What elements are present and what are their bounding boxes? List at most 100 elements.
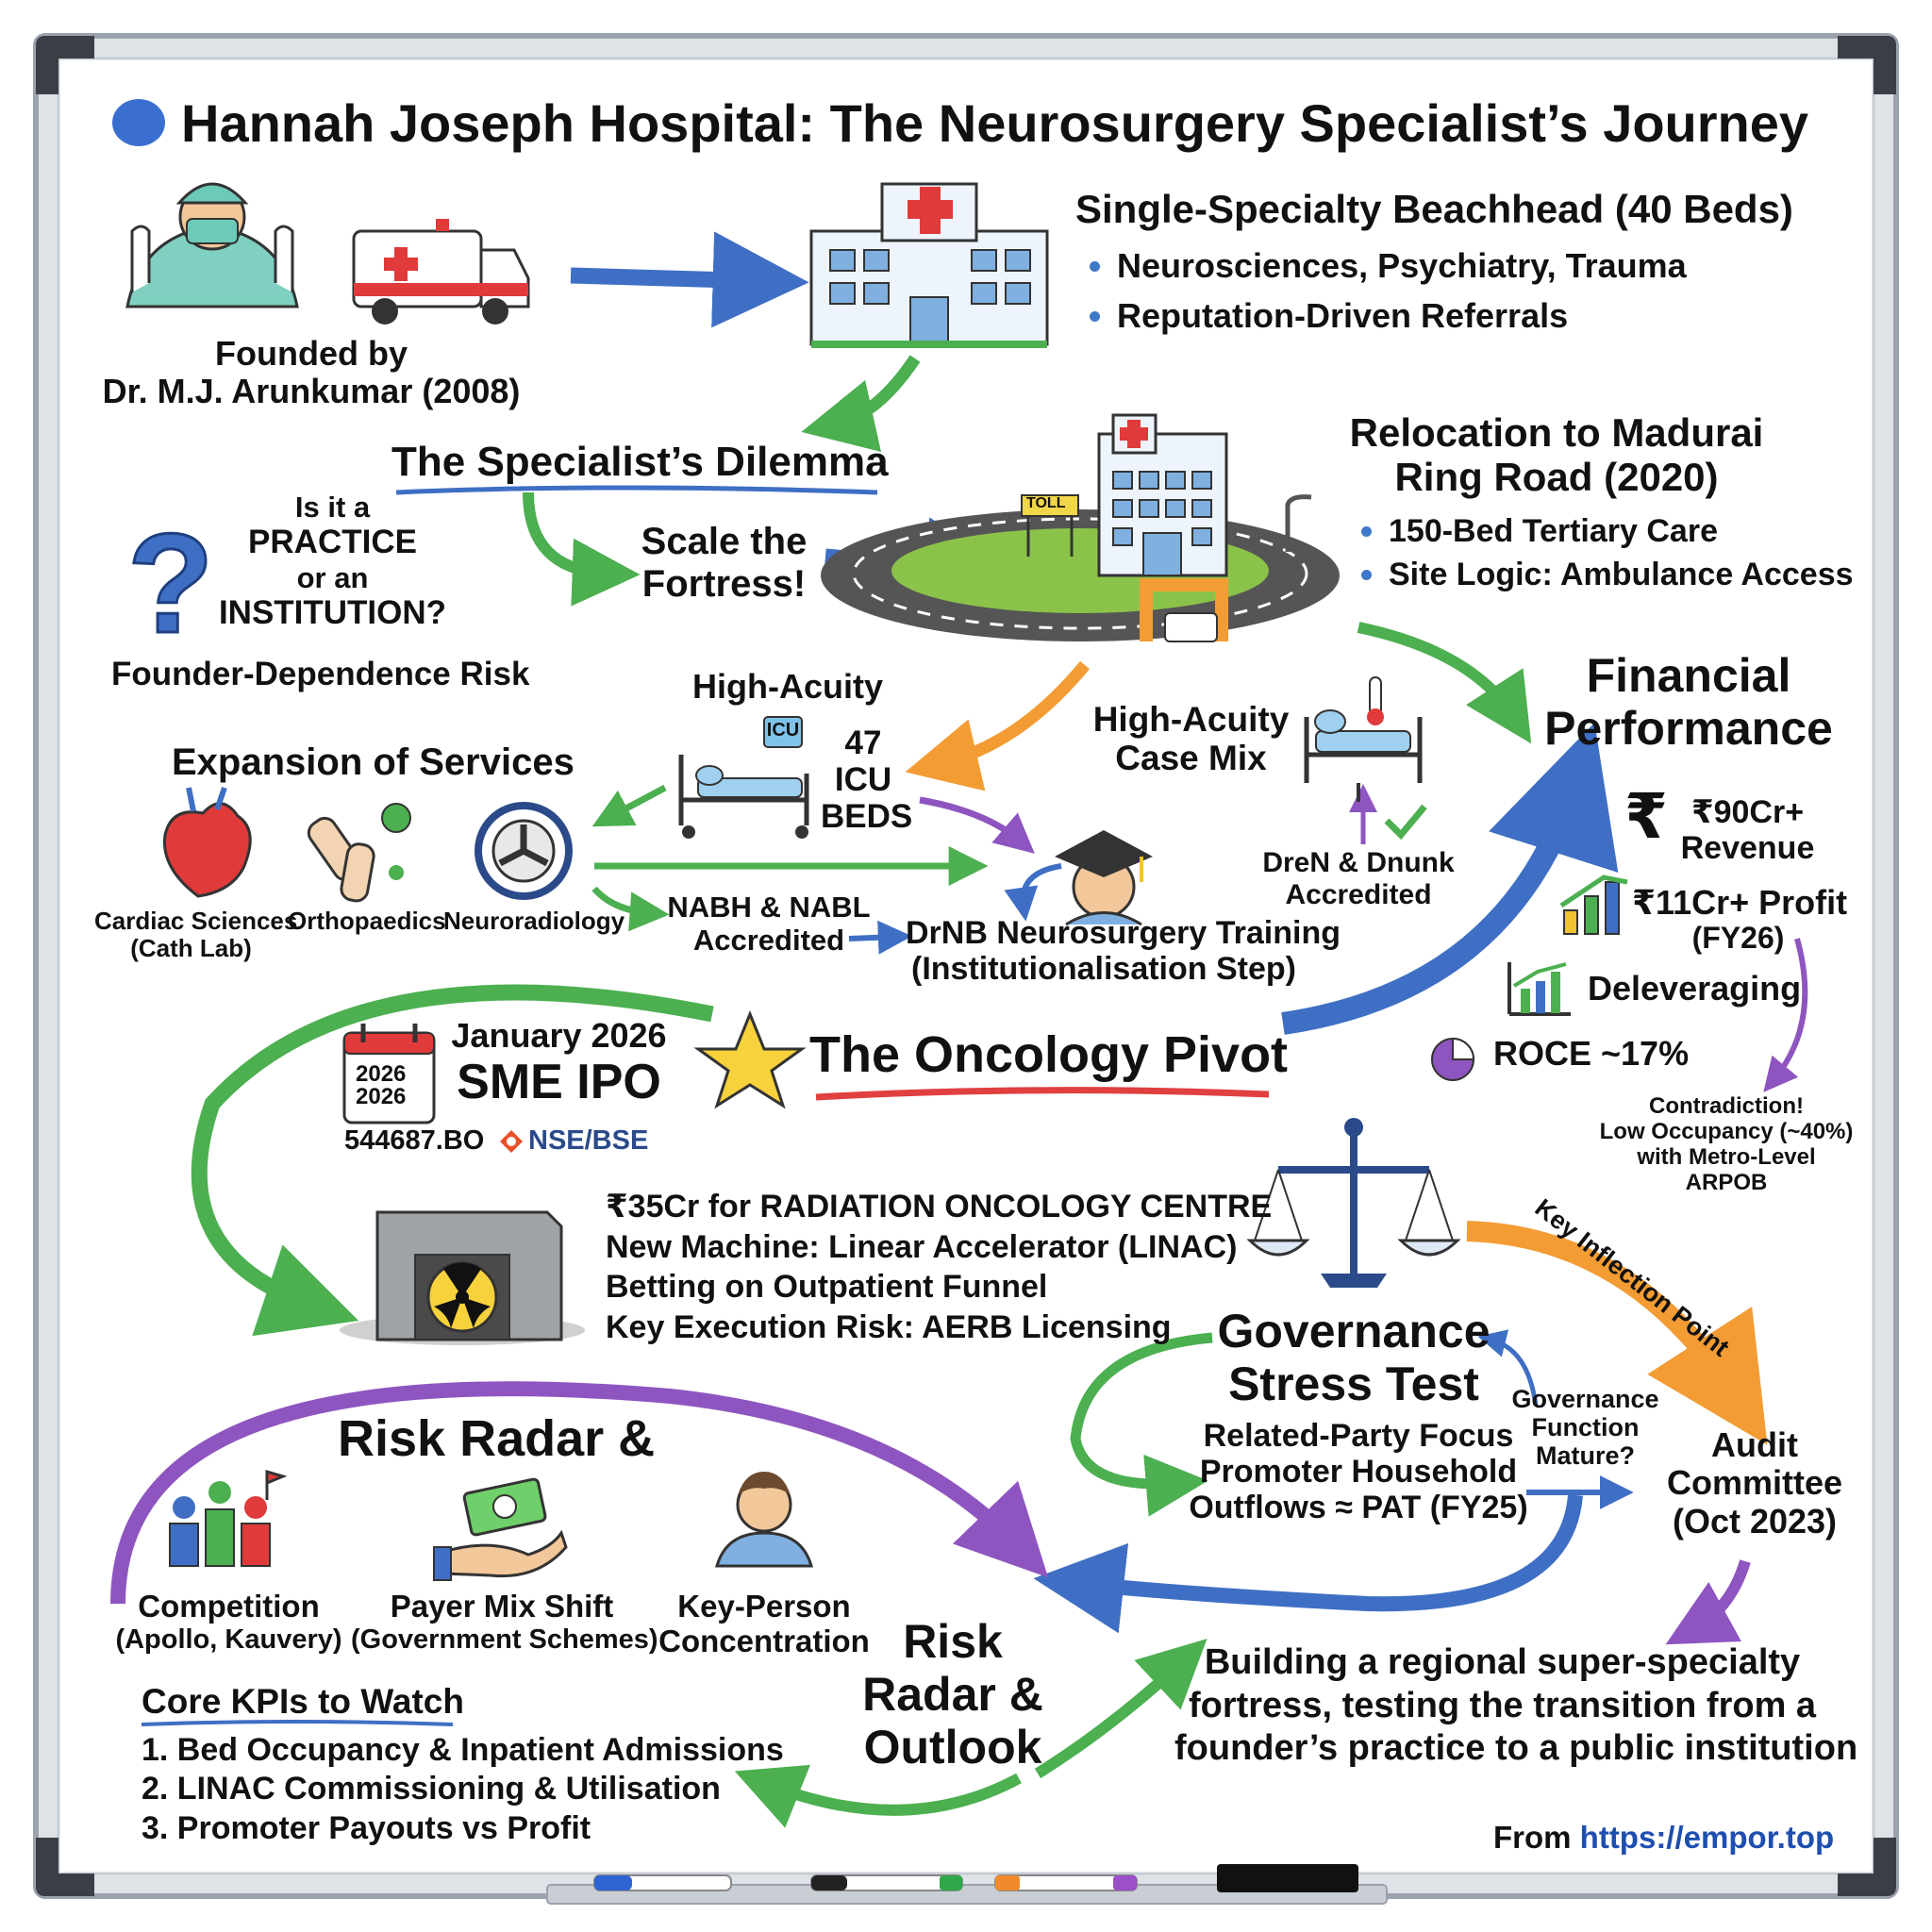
conclusion-text: Building a regional super-specialty fort… <box>1174 1641 1858 1771</box>
deleveraging-label: Deleveraging <box>1588 969 1802 1008</box>
governance-question: Governance Function Mature? <box>1507 1385 1663 1471</box>
contradiction-line-4: ARPOB <box>1685 1169 1768 1195</box>
contradiction-note: Contradiction! Low Occupancy (~40%) with… <box>1590 1093 1863 1196</box>
case-mix-accred-line-2: Accredited <box>1285 878 1432 910</box>
case-mix-accred-line-1: DreN & Dnunk <box>1262 847 1455 878</box>
conclusion-line-3: founder’s practice to a public instituti… <box>1174 1728 1858 1769</box>
toll-sign-label: TOLL <box>1026 495 1066 511</box>
arrow-pivot-to-oncology <box>191 984 714 1337</box>
beachhead-heading: Single-Specialty Beachhead (40 Beds) <box>1075 187 1793 231</box>
governance-heading: Governance Stress Test <box>1184 1305 1524 1410</box>
arrow-relocation-to-icu <box>905 660 1091 791</box>
scanner-fan-icon <box>475 802 573 900</box>
case-mix-accreditation: DreN & Dnunk Accredited <box>1245 847 1472 910</box>
arrow-audit-to-conclusion <box>1665 1559 1751 1645</box>
founder-dependence-risk: Founder-Dependence Risk <box>111 656 530 692</box>
service-cardiac-line-1: Cardiac Sciences <box>94 907 298 935</box>
page-title: Hannah Joseph Hospital: The Neurosurgery… <box>181 93 1809 153</box>
person-icon <box>715 1472 813 1568</box>
scale-line-1: Scale the <box>641 521 808 562</box>
founder-label: Founded by Dr. M.J. Arunkumar (2008) <box>90 334 533 411</box>
kpi-item-2: 2. LINAC Commissioning & Utilisation <box>142 1771 721 1807</box>
service-cardiac-line-2: (Cath Lab) <box>130 934 252 963</box>
hospital-building-icon <box>809 182 1049 348</box>
kpi-list: 1. Bed Occupancy & Inpatient Admissions … <box>142 1731 784 1848</box>
governance-details: Related-Party Focus Promoter Household O… <box>1179 1418 1538 1525</box>
pie-chart-icon <box>1431 1037 1475 1081</box>
kpi-underline <box>141 1720 454 1726</box>
cash-hand-icon <box>433 1477 568 1581</box>
relocation-heading-line-1: Relocation to Madurai <box>1349 410 1764 455</box>
ipo-ticker: 544687.BO <box>344 1125 485 1156</box>
arrow-outlook-to-kpis <box>734 1764 1022 1828</box>
case-mix-line-2: Case Mix <box>1115 739 1267 778</box>
footer-url-link[interactable]: https://empor.top <box>1579 1820 1835 1855</box>
relocation-bullet-1: 150-Bed Tertiary Care <box>1361 513 1718 549</box>
whiteboard-frame <box>33 33 1899 1905</box>
risk-outlook-line-2: Radar & <box>862 1668 1043 1721</box>
icu-unit-2: BEDS <box>821 798 913 836</box>
kpi-heading: Core KPIs to Watch <box>142 1682 464 1721</box>
scale-line-2: Fortress! <box>641 562 807 605</box>
governance-line-1: Related-Party Focus <box>1203 1418 1514 1454</box>
ipo-line-1: January 2026 <box>451 1016 667 1055</box>
contradiction-line-2: Low Occupancy (~40%) <box>1599 1118 1854 1144</box>
risk-keyperson-line-2: Concentration <box>658 1623 870 1658</box>
icu-count: 47 <box>844 724 882 761</box>
dilemma-question-line-3: or an <box>296 560 369 594</box>
risk-keyperson-label: Key-Person Concentration <box>656 1589 873 1659</box>
arrow-relocation-to-financial <box>1357 622 1532 744</box>
bar-growth-icon <box>1559 874 1628 935</box>
audit-line-3: (Oct 2023) <box>1672 1501 1838 1541</box>
kpi-item-1: 1. Bed Occupancy & Inpatient Admissions <box>142 1732 784 1768</box>
oncology-line-2: New Machine: Linear Accelerator (LINAC) <box>606 1228 1238 1265</box>
ring-road-hospital-icon <box>821 413 1340 642</box>
revenue-figure: ₹90Cr+ Revenue <box>1674 794 1821 866</box>
svg-text:₹: ₹ <box>1624 780 1668 853</box>
dilemma-question-line-1: Is it a <box>294 491 371 524</box>
drnb-line-1: DrNB Neurosurgery Training <box>906 915 1341 951</box>
title-blob-icon <box>112 99 165 146</box>
risk-competition-line-2: (Apollo, Kauvery) <box>115 1624 342 1655</box>
radiation-bunker-icon <box>340 1210 585 1345</box>
arrow-training-loop <box>1004 863 1062 922</box>
checkmark-icon <box>1384 804 1427 841</box>
icu-badge: ICU <box>766 720 800 741</box>
ipo-exchange: NSE/BSE <box>528 1125 649 1156</box>
conclusion-line-1: Building a regional super-specialty <box>1204 1642 1801 1682</box>
risk-payer-label: Payer Mix Shift (Government Schemes) <box>351 1589 658 1655</box>
revenue-line-2: Revenue <box>1680 830 1815 867</box>
ipo-line-2: SME IPO <box>457 1055 661 1110</box>
contradiction-line-3: with Metro-Level <box>1637 1143 1816 1170</box>
risk-keyperson-line-1: Key-Person <box>677 1589 851 1624</box>
service-cardiac-label: Cardiac Sciences (Cath Lab) <box>94 907 298 963</box>
dilemma-heading: The Specialist’s Dilemma <box>391 439 889 485</box>
rupee-icon: ₹ <box>1624 780 1668 853</box>
surgeon-icon <box>125 182 299 308</box>
risk-outlook-line-1: Risk <box>903 1615 1003 1668</box>
arrow-risk-sweep <box>110 1381 1049 1605</box>
arrow-founder-to-beachhead <box>570 231 809 328</box>
arrow-mature-question <box>1477 1329 1539 1407</box>
audit-line-2: Committee <box>1666 1463 1843 1503</box>
relocation-bullet-2: Site Logic: Ambulance Access <box>1361 557 1854 592</box>
service-neuroradiology-label: Neuroradiology <box>443 907 625 935</box>
arrow-beachhead-to-dilemma <box>801 355 921 453</box>
risk-payer-line-1: Payer Mix Shift <box>390 1589 614 1624</box>
knee-joint-icon <box>307 803 411 903</box>
service-ortho-label: Orthopaedics <box>288 907 446 935</box>
arrow-outlook-to-conclusion <box>1034 1639 1208 1779</box>
ambulance-icon <box>352 219 530 325</box>
financial-heading: Financial Performance <box>1528 649 1849 755</box>
nabh-line-2: Accredited <box>692 923 845 957</box>
dilemma-underline <box>395 485 878 495</box>
governance-heading-line-2: Stress Test <box>1228 1357 1479 1410</box>
profit-line-1: ₹11Cr+ Profit <box>1632 883 1848 922</box>
nabh-accreditation: NABH & NABL Accredited <box>660 891 877 957</box>
risk-outlook-line-3: Outlook <box>863 1721 1042 1774</box>
case-mix-bed-icon <box>1304 676 1423 802</box>
competitors-podium-icon <box>169 1469 288 1567</box>
icu-label: High-Acuity <box>692 667 883 706</box>
relocation-heading: Relocation to Madurai Ring Road (2020) <box>1321 410 1792 499</box>
roce-label: ROCE ~17% <box>1493 1034 1690 1073</box>
